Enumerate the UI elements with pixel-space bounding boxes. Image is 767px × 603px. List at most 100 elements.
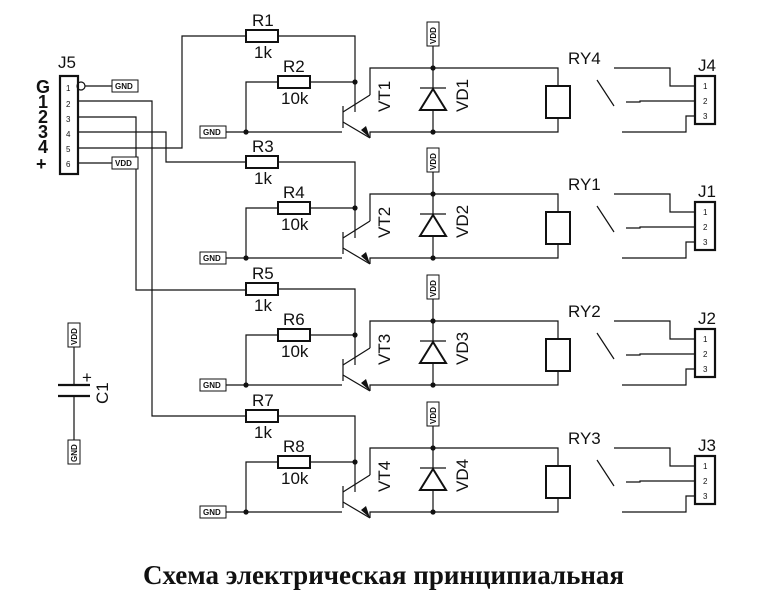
- c1-plus: +: [82, 368, 92, 387]
- vdd-tag-text: VDD: [429, 27, 438, 44]
- relay-label: RY2: [568, 302, 601, 321]
- output-connector: [693, 454, 717, 506]
- relay-coil: [545, 85, 571, 119]
- c1-label: C1: [93, 382, 112, 404]
- resistor-base-value: 1k: [254, 296, 272, 315]
- diode-label: VD3: [453, 332, 472, 365]
- output-connector-label: J1: [698, 182, 716, 201]
- junction-dot: [243, 382, 249, 388]
- vdd-tag: [111, 156, 139, 170]
- transistor-emitter-arrow: [361, 379, 370, 391]
- transistor-label: VT4: [375, 461, 394, 492]
- channel-group: R11kR210kGNDVT1VDDVD1RY4123J4R31kR410kGN…: [199, 11, 717, 519]
- j5-pin-num: 6: [66, 160, 71, 169]
- j5-pin-name: 2: [38, 107, 48, 127]
- relay-label: RY3: [568, 429, 601, 448]
- resistor-base-label: R3: [252, 137, 274, 156]
- relay-coil: [545, 211, 571, 245]
- resistor-pulldown: [277, 328, 311, 342]
- gnd-tag-text: GND: [70, 444, 79, 462]
- resistor-base: [245, 282, 279, 296]
- output-pin-num: 2: [703, 97, 708, 106]
- gnd-tag-text: GND: [203, 381, 221, 390]
- vdd-tag-text: VDD: [429, 407, 438, 424]
- diagram-caption: Схема электрическая принципиальная: [142, 560, 625, 590]
- j5-pin-name: 3: [38, 122, 48, 142]
- output-pin-num: 1: [703, 335, 708, 344]
- output-connector: [693, 327, 717, 379]
- resistor-pulldown-label: R8: [283, 437, 305, 456]
- gnd-tag: [111, 79, 139, 93]
- resistor-pulldown-label: R2: [283, 57, 305, 76]
- output-connector-label: J4: [698, 56, 716, 75]
- resistor-pulldown-value: 10k: [281, 342, 309, 361]
- resistor-pulldown: [277, 455, 311, 469]
- output-pin-num: 3: [703, 238, 708, 247]
- vdd-tag-text: VDD: [429, 280, 438, 297]
- resistor-base-label: R7: [252, 391, 274, 410]
- transistor-emitter-arrow: [361, 252, 370, 264]
- transistor-label: VT1: [375, 81, 394, 112]
- resistor-pulldown-value: 10k: [281, 469, 309, 488]
- j5-body: [58, 74, 80, 176]
- vdd-tag-text: VDD: [115, 159, 132, 168]
- output-pin-num: 1: [703, 82, 708, 91]
- output-pin-num: 2: [703, 223, 708, 232]
- output-connector: [693, 200, 717, 252]
- output-pin-num: 1: [703, 462, 708, 471]
- output-pin-num: 2: [703, 477, 708, 486]
- output-pin-num: 3: [703, 492, 708, 501]
- transistor-label: VT3: [375, 334, 394, 365]
- gnd-tag-text: GND: [203, 254, 221, 263]
- transistor-emitter-arrow: [361, 506, 370, 518]
- j5-pin-num: 1: [66, 84, 71, 93]
- j5-pin-num: 4: [66, 130, 71, 139]
- resistor-base-value: 1k: [254, 423, 272, 442]
- transistor-emitter-arrow: [361, 126, 370, 138]
- resistor-pulldown-label: R6: [283, 310, 305, 329]
- vdd-tag-text: VDD: [70, 328, 79, 345]
- diode-label: VD1: [453, 79, 472, 112]
- junction-dot: [243, 255, 249, 261]
- resistor-pulldown: [277, 75, 311, 89]
- gnd-tag-text: GND: [115, 82, 133, 91]
- resistor-pulldown-label: R4: [283, 183, 305, 202]
- relay-coil: [545, 338, 571, 372]
- resistor-base-label: R5: [252, 264, 274, 283]
- diode-body: [418, 340, 448, 364]
- gnd-tag-text: GND: [203, 508, 221, 517]
- relay-coil: [545, 465, 571, 499]
- resistor-base: [245, 409, 279, 423]
- schematic-diagram: J5 1 2 3 4 5 6 G 1 2 3 4 + GND VDD VDD: [36, 11, 717, 519]
- diode-body: [418, 87, 448, 111]
- output-pin-num: 1: [703, 208, 708, 217]
- j5-pin-name: +: [36, 154, 47, 174]
- resistor-base-value: 1k: [254, 43, 272, 62]
- resistor-base: [245, 29, 279, 43]
- diode-body: [418, 213, 448, 237]
- capacitor-c1: VDD GND + C1: [58, 322, 112, 465]
- relay-label: RY1: [568, 175, 601, 194]
- junction-dot: [243, 509, 249, 515]
- gnd-tag: [67, 439, 81, 465]
- diode-label: VD2: [453, 205, 472, 238]
- j5-pin-name: 1: [38, 92, 48, 112]
- j5-pin-num: 3: [66, 115, 71, 124]
- resistor-base: [245, 155, 279, 169]
- connector-j5: J5 1 2 3 4 5 6 G 1 2 3 4 +: [36, 53, 80, 176]
- j5-wires: GND VDD: [76, 35, 276, 417]
- j5-pin-name: G: [36, 77, 50, 97]
- resistor-pulldown-value: 10k: [281, 215, 309, 234]
- j5-pin-num: 5: [66, 145, 71, 154]
- output-pin-num: 3: [703, 112, 708, 121]
- gnd-tag-text: GND: [203, 128, 221, 137]
- vdd-tag-text: VDD: [429, 153, 438, 170]
- output-pin-num: 2: [703, 350, 708, 359]
- output-connector-label: J3: [698, 436, 716, 455]
- output-connector: [693, 74, 717, 126]
- resistor-base-label: R1: [252, 11, 274, 30]
